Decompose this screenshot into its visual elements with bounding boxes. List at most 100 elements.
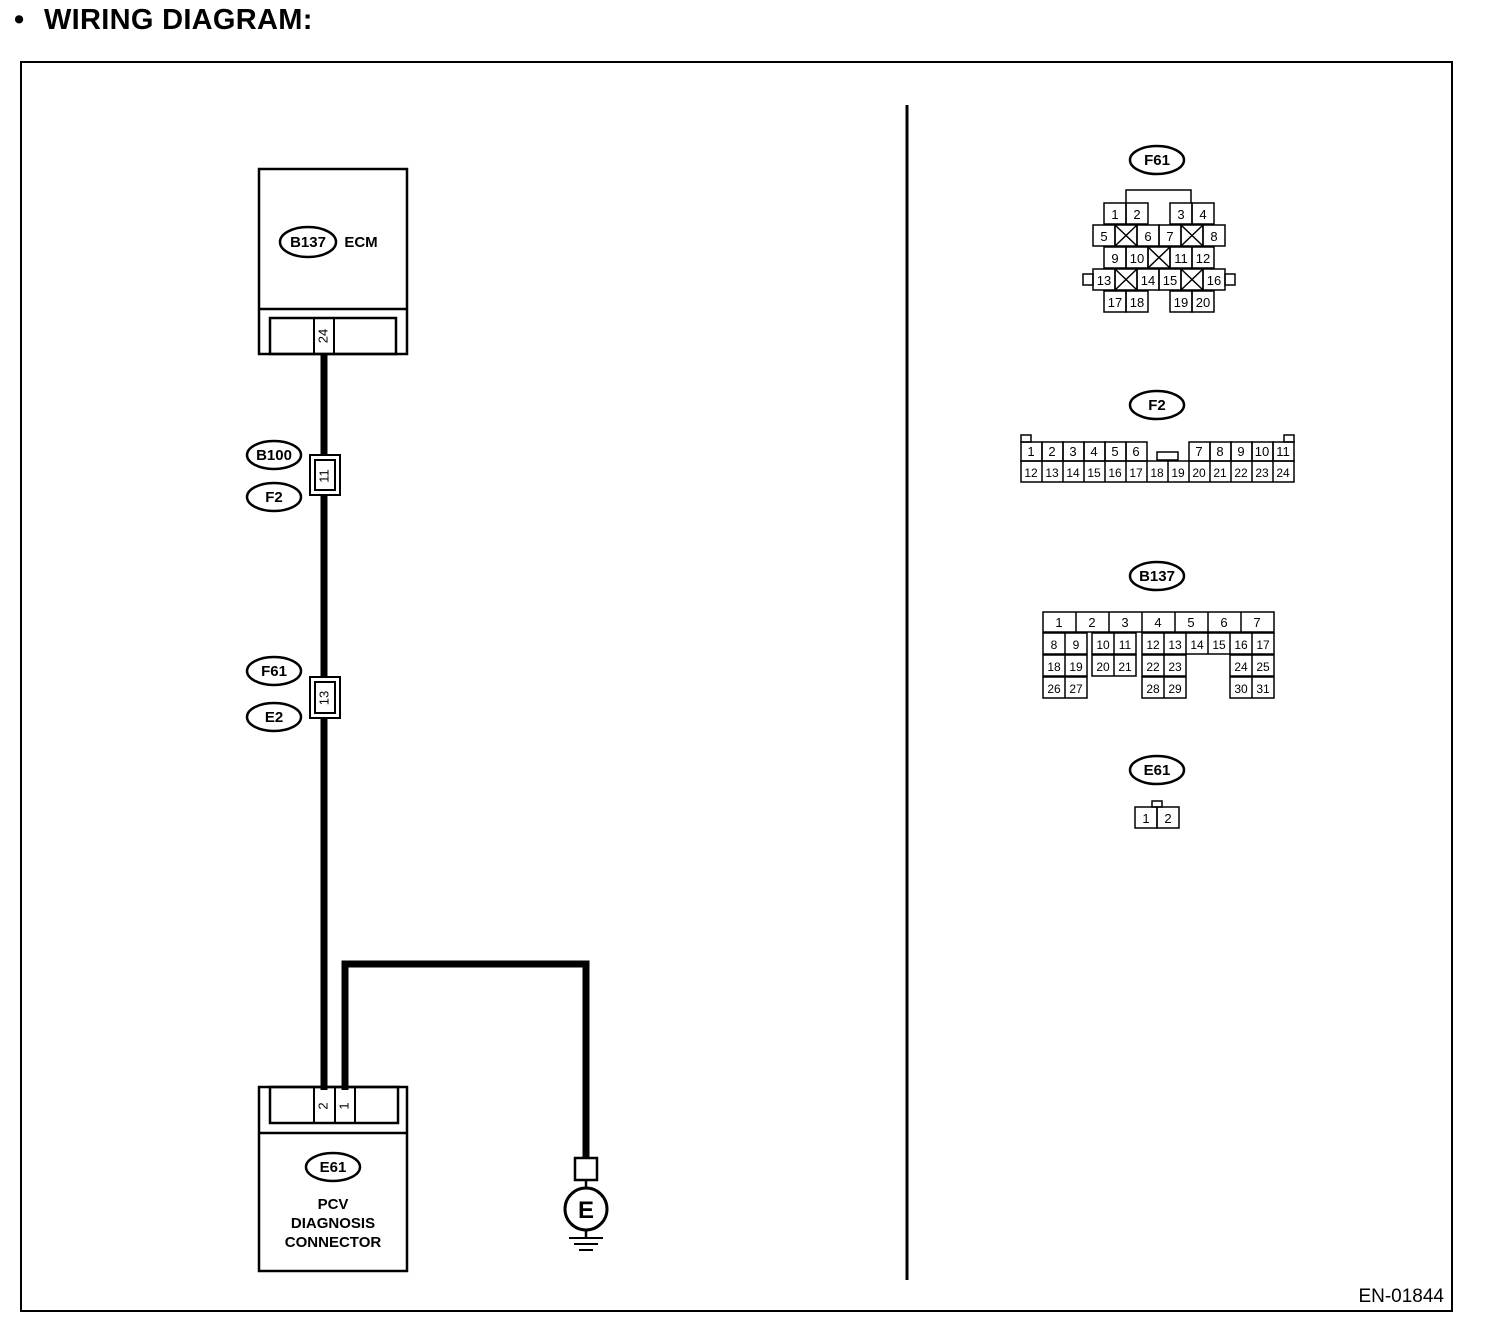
f61-connector-face: F61 bbox=[1082, 144, 1236, 313]
f2-connector-face: F2 1 2 3 4 5 6 7 8 bbox=[1020, 389, 1295, 483]
f2-pin-8: 8 bbox=[1216, 444, 1223, 459]
f2-pin-23: 23 bbox=[1255, 466, 1269, 480]
ground-label: E bbox=[578, 1197, 594, 1224]
b137-pin-30: 30 bbox=[1234, 682, 1248, 696]
pcv-pin-2: 2 bbox=[315, 1102, 330, 1109]
junction-b100-f2: 11 B100 F2 bbox=[245, 439, 341, 513]
b137-pin-4: 4 bbox=[1154, 615, 1161, 630]
b137-pin-29: 29 bbox=[1168, 682, 1182, 696]
f2-pin-3: 3 bbox=[1069, 444, 1076, 459]
ecm-pin-24: 24 bbox=[315, 329, 330, 343]
b137-pin-5: 5 bbox=[1187, 615, 1194, 630]
b137-pin-13: 13 bbox=[1168, 638, 1182, 652]
f61-pin-8: 8 bbox=[1210, 229, 1217, 244]
b137-pin-25: 25 bbox=[1256, 660, 1270, 674]
b137-pin-11: 11 bbox=[1119, 638, 1132, 652]
f61-pin-13: 13 bbox=[1097, 273, 1111, 288]
f2-pin-17: 17 bbox=[1129, 466, 1143, 480]
diagram-frame bbox=[20, 61, 1453, 1312]
f2-pin-22: 22 bbox=[1234, 466, 1248, 480]
ground-symbol: E bbox=[563, 1156, 609, 1251]
f2-pin-18: 18 bbox=[1150, 466, 1164, 480]
b137-pin-27: 27 bbox=[1069, 682, 1083, 696]
f2-pin-16: 16 bbox=[1108, 466, 1122, 480]
b137-pin-19: 19 bbox=[1069, 660, 1083, 674]
f2-pin-21: 21 bbox=[1213, 466, 1227, 480]
b137-pin-24: 24 bbox=[1234, 660, 1248, 674]
junction-f61-e2: 13 F61 E2 bbox=[245, 655, 341, 733]
b137-pin-18: 18 bbox=[1047, 660, 1061, 674]
b137-pin-26: 26 bbox=[1047, 682, 1061, 696]
f2-pin-11: 11 bbox=[1276, 444, 1290, 459]
heading-text: WIRING DIAGRAM: bbox=[44, 4, 313, 36]
b137-pin-6: 6 bbox=[1220, 615, 1227, 630]
f61-pin-1: 1 bbox=[1111, 207, 1118, 222]
f2-pin-5: 5 bbox=[1111, 444, 1118, 459]
b137-pin-16: 16 bbox=[1234, 638, 1248, 652]
e61-title: E61 bbox=[1144, 762, 1171, 779]
b137-pin-9: 9 bbox=[1073, 638, 1080, 652]
f61-pin-12: 12 bbox=[1196, 251, 1210, 266]
b137-pin-14: 14 bbox=[1190, 638, 1204, 652]
f61-pin-14: 14 bbox=[1141, 273, 1155, 288]
b137-pin-12: 12 bbox=[1146, 638, 1160, 652]
f61-pin-6: 6 bbox=[1144, 229, 1151, 244]
f61-pin-20: 20 bbox=[1196, 295, 1210, 310]
pcv-pin-1: 1 bbox=[336, 1102, 351, 1109]
f2-pin-12: 12 bbox=[1024, 466, 1038, 480]
junction2-pin: 13 bbox=[316, 691, 331, 705]
f2-pin-4: 4 bbox=[1090, 444, 1097, 459]
f2-pin-9: 9 bbox=[1237, 444, 1244, 459]
section-heading: • WIRING DIAGRAM: bbox=[14, 4, 313, 37]
e61-connector-face: E61 1 2 bbox=[1128, 754, 1186, 829]
f61-pin-5: 5 bbox=[1100, 229, 1107, 244]
f61-pin-9: 9 bbox=[1111, 251, 1118, 266]
b137-pin-10: 10 bbox=[1096, 638, 1110, 652]
figure-code: EN-01844 bbox=[1358, 1286, 1444, 1307]
e61-pin-2: 2 bbox=[1164, 811, 1171, 826]
b137-pin-22: 22 bbox=[1146, 660, 1160, 674]
f61-pin-17: 17 bbox=[1108, 295, 1122, 310]
junction1-upper-id: B100 bbox=[256, 447, 292, 464]
f2-pin-7: 7 bbox=[1195, 444, 1202, 459]
f2-pin-10: 10 bbox=[1255, 444, 1269, 459]
f2-pin-20: 20 bbox=[1192, 466, 1206, 480]
ecm-unit: 24 B137 ECM bbox=[257, 167, 409, 356]
b137-pin-23: 23 bbox=[1168, 660, 1182, 674]
b137-pin-1: 1 bbox=[1055, 615, 1062, 630]
ecm-connector-id: B137 bbox=[290, 234, 326, 251]
b137-pin-7: 7 bbox=[1253, 615, 1260, 630]
ecm-connector-oval bbox=[278, 225, 338, 259]
f61-pin-2: 2 bbox=[1133, 207, 1140, 222]
ground-wire bbox=[341, 960, 590, 1158]
b137-pin-2: 2 bbox=[1088, 615, 1095, 630]
pcv-connector-id: E61 bbox=[320, 1159, 347, 1176]
f2-pin-24: 24 bbox=[1276, 466, 1290, 480]
f2-pin-6: 6 bbox=[1132, 444, 1139, 459]
pcv-label-line1: PCV bbox=[318, 1196, 349, 1213]
f2-pin-1: 1 bbox=[1027, 444, 1034, 459]
b137-pin-28: 28 bbox=[1146, 682, 1160, 696]
pcv-label-line3: CONNECTOR bbox=[285, 1234, 382, 1251]
f61-pin-7: 7 bbox=[1166, 229, 1173, 244]
b137-title: B137 bbox=[1139, 568, 1175, 585]
junction2-lower-id: E2 bbox=[265, 709, 283, 726]
f61-pin-15: 15 bbox=[1163, 273, 1177, 288]
f61-pin-11: 11 bbox=[1174, 251, 1188, 266]
pcv-diagnosis-connector: 2 1 E61 PCV DIAGNOSIS CONNECTOR bbox=[257, 1085, 409, 1273]
heading-bullet: • bbox=[14, 4, 25, 36]
b137-pin-20: 20 bbox=[1096, 660, 1110, 674]
f2-pin-14: 14 bbox=[1066, 466, 1080, 480]
b137-pin-21: 21 bbox=[1118, 660, 1132, 674]
b137-connector-face: B137 1 2 3 4 bbox=[1042, 560, 1275, 699]
b137-pin-31: 31 bbox=[1256, 682, 1270, 696]
f61-pin-16: 16 bbox=[1207, 273, 1221, 288]
f61-pin-3: 3 bbox=[1177, 207, 1184, 222]
f2-pin-13: 13 bbox=[1045, 466, 1059, 480]
junction1-pin: 11 bbox=[316, 469, 331, 483]
ecm-label: ECM bbox=[344, 234, 377, 251]
junction2-upper-id: F61 bbox=[261, 663, 287, 680]
b137-pin-3: 3 bbox=[1121, 615, 1128, 630]
f61-pin-10: 10 bbox=[1130, 251, 1144, 266]
